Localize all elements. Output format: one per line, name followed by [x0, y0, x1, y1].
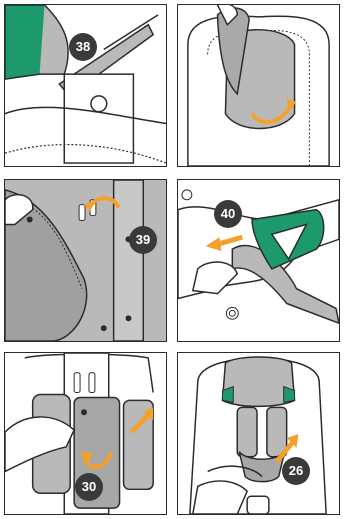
- instruction-panel-6: 26: [177, 352, 340, 515]
- step-badge: 39: [129, 226, 157, 254]
- step-badge: 30: [75, 473, 103, 501]
- instruction-panel-3: 39: [4, 179, 167, 342]
- step-badge: 26: [282, 457, 310, 485]
- illustration-harness-assembly: [178, 353, 339, 514]
- instruction-panel-5: 30: [4, 352, 167, 515]
- illustration-buckle-release: [5, 5, 166, 166]
- instruction-panel-4: 40: [177, 179, 340, 342]
- instruction-panel-2: [177, 4, 340, 167]
- instruction-panel-1: 38: [4, 4, 167, 167]
- step-badge: 40: [214, 200, 242, 228]
- illustration-side-cover-removal: [5, 180, 166, 341]
- illustration-headrest-cover: [178, 5, 339, 166]
- illustration-belt-guide: [178, 180, 339, 341]
- step-badge: 38: [69, 33, 97, 61]
